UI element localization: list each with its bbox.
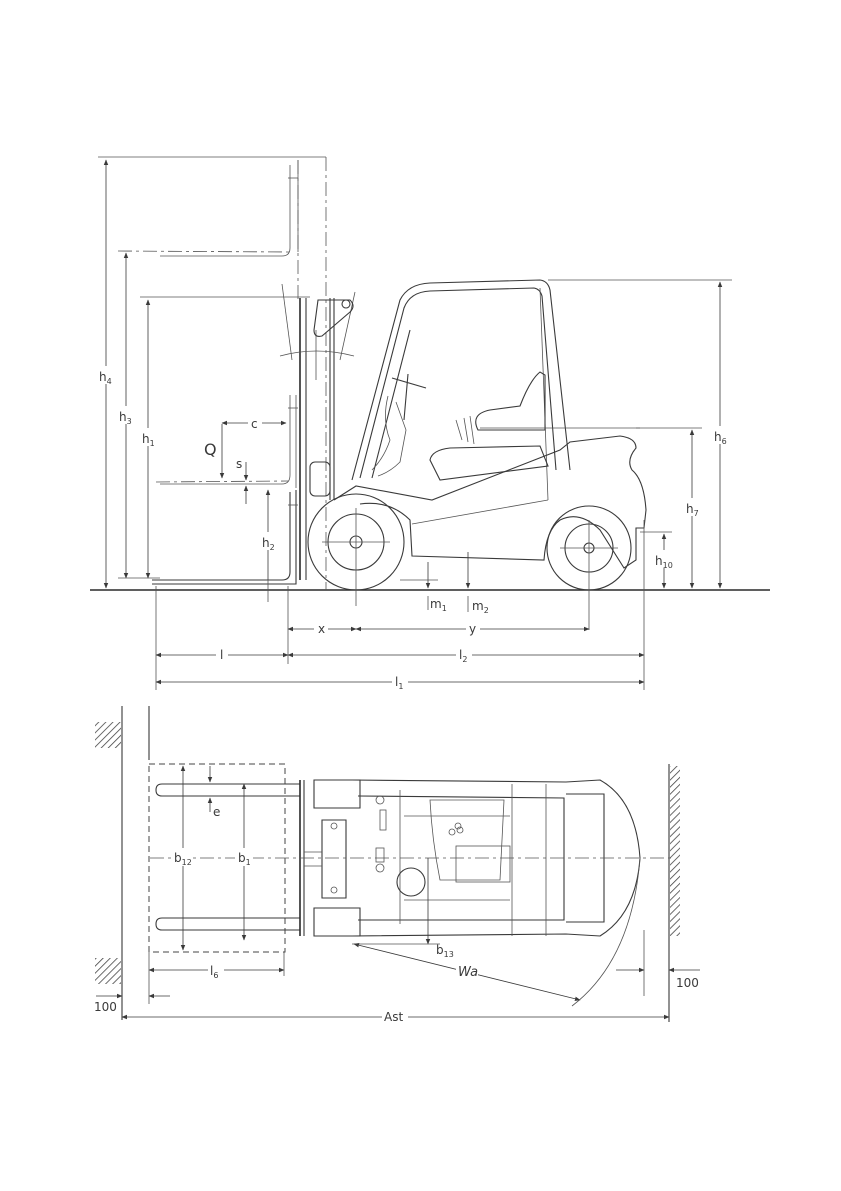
label-y: y: [469, 622, 476, 636]
front-wheel: [308, 494, 404, 606]
rear-wheel: [547, 506, 631, 630]
label-l: l: [220, 648, 223, 662]
top-view: e b12 b1 b13 l6 Wa 100 100 Ast: [94, 706, 700, 1025]
label-s: s: [236, 457, 242, 471]
label-m1: m1: [430, 597, 447, 613]
top-dimensions: [96, 766, 700, 1017]
label-Ast: Ast: [384, 1010, 403, 1024]
label-e: e: [213, 805, 220, 819]
side-labels: h4 h3 h1 h2 h6 h7 h10 c Q s m1 m2 x y l: [96, 366, 729, 691]
label-x: x: [318, 622, 325, 636]
label-Q: Q: [204, 440, 217, 459]
label-clearance-left: 100: [94, 1000, 117, 1014]
label-b13: b13: [436, 943, 454, 959]
label-m2: m2: [472, 599, 489, 615]
wall-hatch: [95, 722, 121, 748]
wall-hatch: [670, 766, 680, 936]
side-view: h4 h3 h1 h2 h6 h7 h10 c Q s m1 m2 x y l: [90, 157, 770, 691]
raised-forks: [98, 157, 326, 590]
side-dimensions: [106, 160, 732, 690]
label-c: c: [251, 417, 258, 431]
top-labels: e b12 b1 b13 l6 Wa 100 100 Ast: [94, 805, 699, 1025]
cab: [334, 280, 646, 568]
label-Wa: Wa: [458, 965, 478, 980]
label-clearance-right: 100: [676, 976, 699, 990]
wall-hatch: [95, 958, 121, 984]
mast: [280, 284, 355, 580]
